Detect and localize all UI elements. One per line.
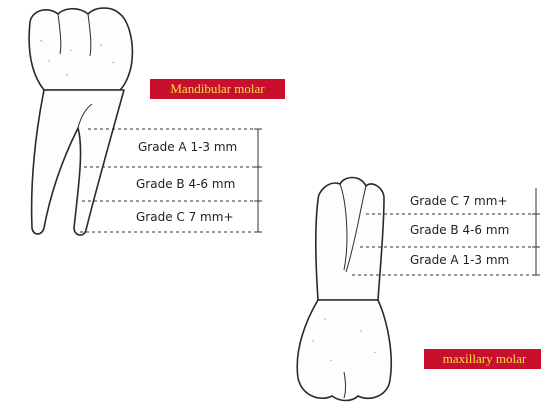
mandibular-grade-a: Grade A 1-3 mm — [138, 140, 237, 154]
mandibular-grade-c: Grade C 7 mm+ — [136, 210, 234, 224]
maxillary-grade-b: Grade B 4-6 mm — [410, 223, 509, 237]
maxillary-grade-c: Grade C 7 mm+ — [410, 194, 508, 208]
mandibular-molar-label: Mandibular molar — [150, 79, 285, 99]
mandibular-bracket — [254, 129, 262, 232]
maxillary-molar-drawing — [297, 178, 391, 401]
mandibular-grade-b: Grade B 4-6 mm — [136, 177, 235, 191]
mandibular-molar-drawing — [29, 8, 132, 235]
maxillary-molar-label: maxillary molar — [424, 349, 541, 369]
maxillary-bracket — [532, 188, 540, 275]
maxillary-grade-a: Grade A 1-3 mm — [410, 253, 509, 267]
